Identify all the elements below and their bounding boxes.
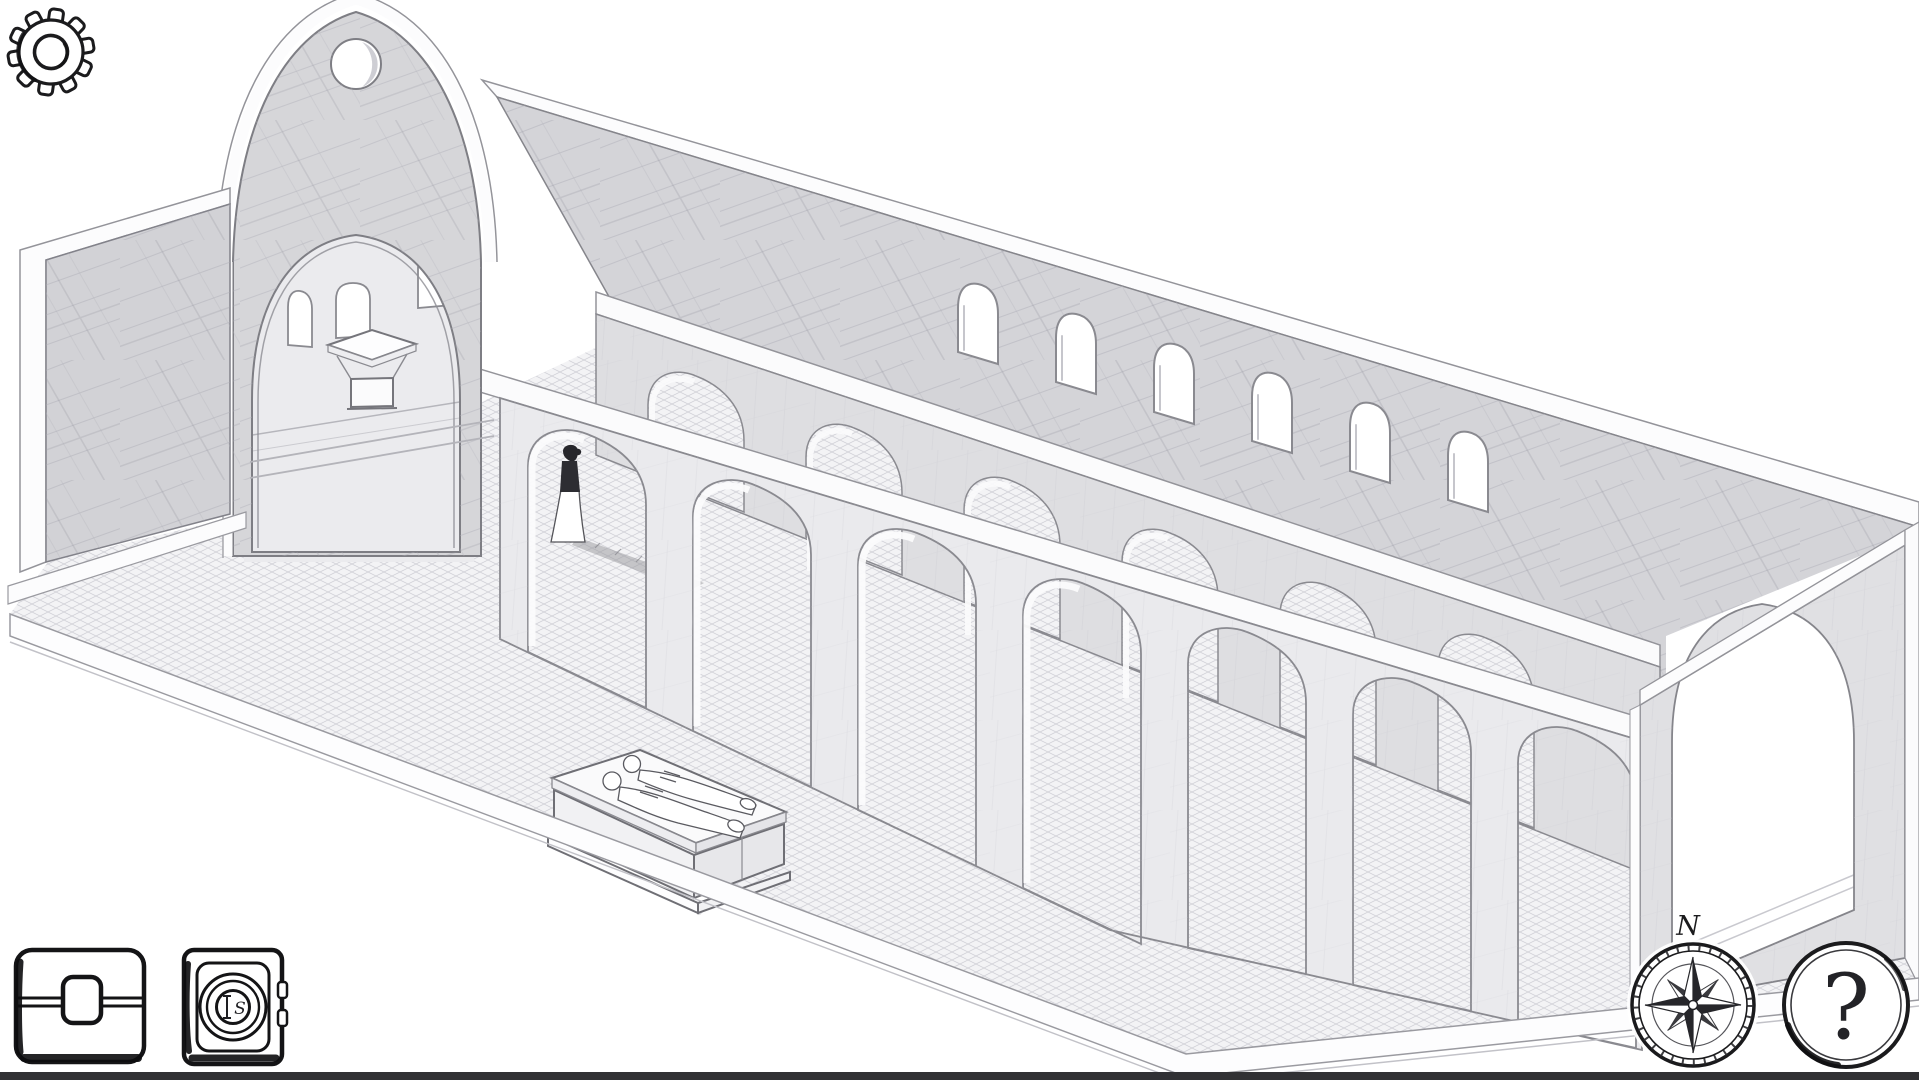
compass-star (1644, 956, 1742, 1054)
inventory-button[interactable] (13, 947, 147, 1065)
woman-hair (563, 444, 578, 461)
clerestory-windows (957, 282, 1489, 514)
altar[interactable] (324, 328, 420, 410)
question-mark-icon: ? (1782, 941, 1910, 1069)
compass[interactable]: N (1627, 911, 1759, 1071)
woman-top (560, 461, 580, 492)
oculus-shading (362, 42, 378, 87)
gear-icon (6, 7, 96, 97)
platform-step (7, 511, 247, 605)
help-button[interactable]: ? (1782, 941, 1910, 1069)
chest-icon (13, 947, 147, 1065)
left-front-wall (7, 186, 247, 605)
shadow-hatch (594, 542, 683, 577)
outer-wall (479, 78, 1919, 771)
bottom-bar (0, 1072, 1919, 1080)
settings-button[interactable] (2, 3, 99, 100)
chancel-steps (249, 419, 495, 479)
safe-dial-text: S (234, 999, 246, 1019)
effigies (602, 754, 757, 839)
compass-rose-icon: N (1627, 911, 1759, 1071)
tiled-floor (10, 340, 1919, 1054)
apse-chapel (244, 224, 474, 562)
entrance-archway (1629, 704, 1641, 1009)
safe-icon: S (181, 947, 289, 1067)
compass-north-label: N (1675, 911, 1701, 942)
woman-hair-bun (574, 448, 582, 456)
woman-dress (550, 489, 586, 543)
safe-button[interactable]: S (181, 947, 289, 1067)
help-label: ? (1822, 955, 1870, 1060)
entrance-end-wall (1629, 521, 1919, 1009)
